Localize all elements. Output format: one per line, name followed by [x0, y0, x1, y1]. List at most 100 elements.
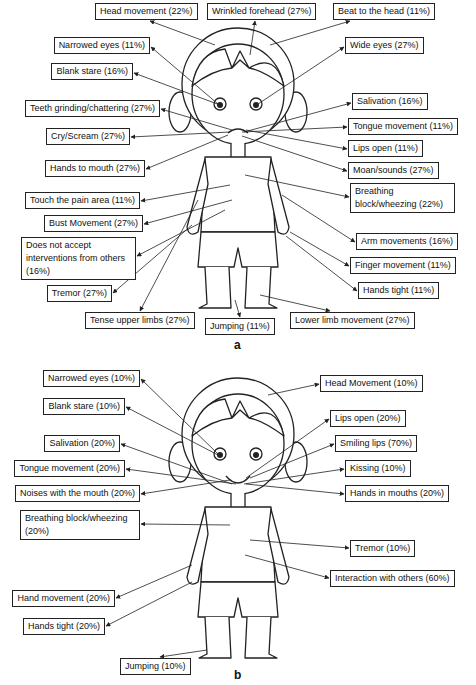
smiling-mouth [226, 476, 250, 483]
callout-text: Moan/sounds (27%) [353, 164, 434, 177]
callout-box: Hands tight (20%) [23, 618, 105, 635]
callout-text: Wrinkled forehead (27%) [212, 5, 311, 18]
leader-line [144, 200, 232, 224]
callout-box: Salivation (20%) [44, 435, 120, 452]
callout-text: Hands tight (11%) [363, 284, 434, 297]
leader-line [242, 136, 347, 171]
callout-text: Salivation (20%) [49, 437, 115, 450]
leader-line [250, 21, 255, 55]
leader-line [141, 480, 230, 494]
callout-box: Arm movements (16%) [356, 233, 458, 250]
callout-box: Tense upper limbs (27%) [85, 312, 195, 329]
callout-box: Hands in mouths (20%) [345, 485, 449, 502]
callout-text: Touch the pain area (11%) [30, 194, 135, 207]
callout-text: Narrowed eyes (11%) [59, 39, 145, 52]
girl-figure [169, 28, 307, 308]
callout-box: Breathing block/wheezing (22%) [350, 183, 455, 213]
callout-text: Cry/Scream (27%) [51, 130, 125, 143]
callout-box: Jumping (10%) [120, 658, 191, 675]
callout-box: Finger movement (11%) [350, 257, 456, 274]
callout-box: Tremor (27%) [47, 285, 112, 302]
leader-line [290, 232, 349, 266]
callout-box: Teeth grinding/chattering (27%) [25, 100, 160, 117]
callout-text: Noises with the mouth (20%) [20, 487, 135, 500]
leader-line [150, 21, 215, 45]
callout-text: Does not accept interventions from other… [26, 239, 131, 278]
callout-text: Jumping (11%) [210, 320, 270, 333]
callout-box: Does not accept interventions from other… [21, 237, 136, 280]
callout-text: Wide eyes (27%) [350, 39, 419, 52]
leader-line [250, 444, 334, 478]
callout-box: Breathing block/wheezing (20%) [20, 510, 140, 540]
callout-box: Blank stare (16%) [51, 63, 133, 80]
callout-text: Beat to the head (11%) [338, 5, 430, 18]
callout-box: Hand movement (20%) [12, 590, 115, 607]
callout-text: Smiling lips (70%) [340, 437, 412, 450]
leader-line [146, 135, 228, 169]
callout-text: Tense upper limbs (27%) [90, 314, 190, 327]
girl-in-pleasure [169, 378, 307, 658]
callout-text: Breathing block/wheezing (20%) [25, 512, 135, 538]
callout-box: Head Movement (10%) [320, 375, 423, 392]
callout-text: Bust Movement (27%) [49, 217, 138, 230]
callout-text: Blank stare (16%) [56, 65, 128, 78]
callout-box: Head movement (22%) [95, 3, 198, 20]
leader-line [268, 384, 319, 395]
callout-text: Salivation (16%) [357, 95, 423, 108]
callout-box: Lips open (20%) [330, 410, 406, 427]
callout-text: Head movement (22%) [100, 5, 193, 18]
leader-line [131, 132, 230, 137]
leader-line [282, 195, 355, 242]
callout-box: Touch the pain area (11%) [25, 192, 140, 209]
callout-box: Kissing (10%) [345, 460, 411, 477]
callout-text: Tremor (10%) [355, 542, 410, 555]
callout-text: Hands to mouth (27%) [50, 162, 140, 175]
callout-box: Smiling lips (70%) [335, 435, 417, 452]
leader-line [246, 484, 344, 494]
callout-box: Tremor (10%) [350, 540, 415, 557]
leader-line [121, 444, 232, 484]
callout-box: Moan/sounds (27%) [348, 162, 439, 179]
leader-line [246, 130, 347, 149]
leader-line [161, 109, 232, 130]
leader-line [286, 236, 357, 291]
callout-text: Jumping (10%) [125, 660, 186, 673]
callout-text: Arm movements (16%) [361, 235, 453, 248]
leader-line [244, 469, 344, 484]
leader-line [246, 419, 329, 478]
leader-line [106, 582, 192, 626]
leader-line [250, 540, 349, 548]
callout-box: Jumping (11%) [205, 318, 275, 335]
callout-text: Narrowed eyes (10%) [48, 372, 135, 385]
leader-line [245, 175, 349, 197]
callout-text: Hands tight (20%) [28, 620, 100, 633]
callout-box: Interaction with others (60%) [330, 570, 455, 587]
callout-text: Lips open (11%) [353, 142, 418, 155]
callout-text: Finger movement (11%) [355, 259, 451, 272]
leader-line [151, 47, 218, 104]
callout-box: Narrowed eyes (11%) [54, 37, 150, 54]
callout-text: Breathing block/wheezing (22%) [355, 185, 450, 211]
callout-box: Wrinkled forehead (27%) [207, 3, 316, 20]
callout-text: Teeth grinding/chattering (27%) [30, 102, 155, 115]
callout-box: Lips open (11%) [348, 140, 423, 157]
callout-text: Blank stare (10%) [48, 400, 120, 413]
leader-lines-b [106, 379, 349, 657]
leader-line [141, 185, 230, 201]
panel-label: b [234, 668, 241, 682]
callout-box: Cry/Scream (27%) [46, 128, 130, 145]
leader-line [116, 565, 192, 598]
callout-box: Beat to the head (11%) [333, 3, 435, 20]
leader-line [270, 21, 350, 45]
leader-line [141, 524, 230, 525]
callout-text: Lips open (20%) [335, 412, 401, 425]
leader-line [245, 555, 329, 578]
girl-in-pain [169, 28, 307, 308]
leader-line [140, 200, 198, 311]
callout-text: Tongue movement (20%) [19, 462, 120, 475]
callout-box: Lower limb movement (27%) [290, 312, 415, 329]
leader-line [141, 379, 218, 454]
callout-box: Hands tight (11%) [358, 282, 439, 299]
callout-box: Hands to mouth (27%) [45, 160, 145, 177]
